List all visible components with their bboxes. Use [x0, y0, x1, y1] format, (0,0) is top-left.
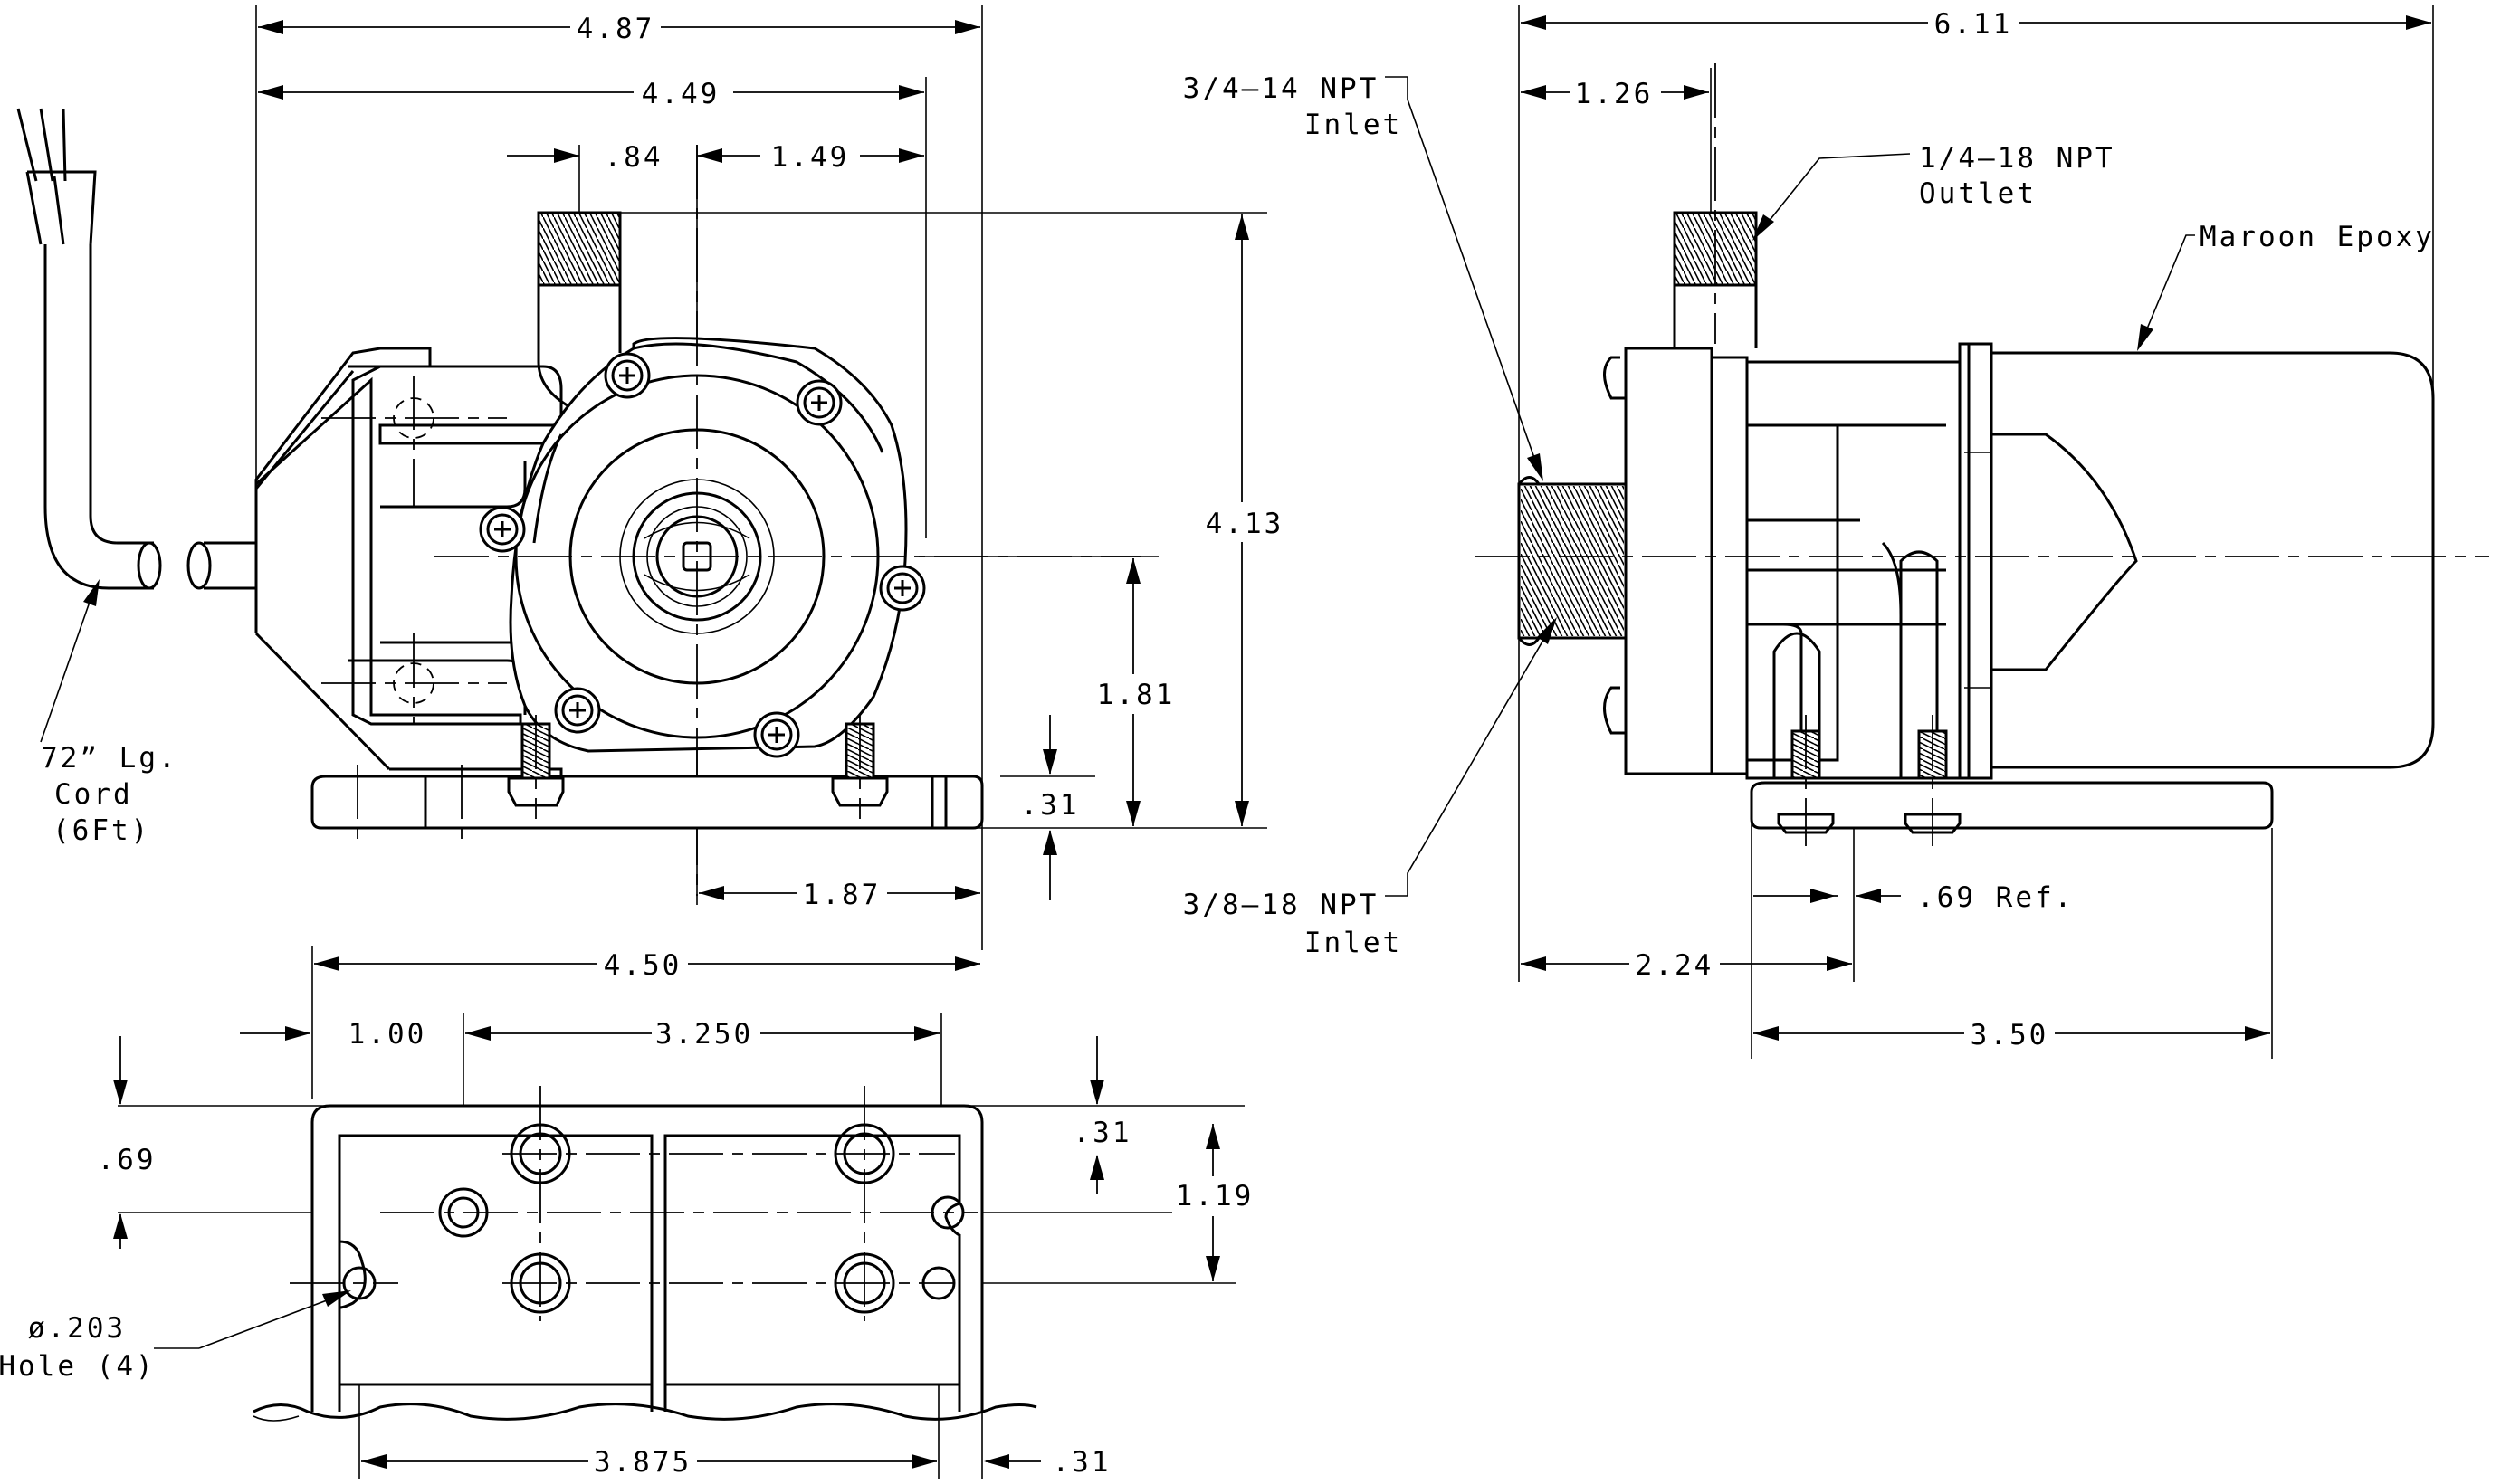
front-view: 4.87 4.49 .84 1.49 4.13 1.81 .31 1.87 — [16, 5, 1285, 950]
dim-edge: .31 — [1053, 1446, 1112, 1479]
hole-label-line2: Hole (4) — [0, 1350, 156, 1383]
dim-base-thickness: .31 — [1021, 789, 1080, 822]
dim-overall-length: 6.11 — [1934, 8, 2013, 41]
inlet-bottom-label-line2: Inlet — [1304, 927, 1402, 959]
dim-height: 4.13 — [1206, 508, 1284, 540]
inlet-top-label-line2: Inlet — [1304, 109, 1402, 141]
dim-axis-offset: 1.49 — [771, 141, 850, 174]
cord-label-line3: (6Ft) — [53, 814, 150, 847]
dim-hole-offset: 1.00 — [348, 1018, 427, 1051]
inlet-top-label-line1: 3/4–14 NPT — [1183, 72, 1379, 105]
dim-foot-length: 3.50 — [1971, 1019, 2049, 1051]
inlet-bottom-label-line1: 3/8–18 NPT — [1183, 889, 1379, 921]
dim-slot-spacing: 3.875 — [594, 1446, 692, 1479]
dim-base-width: 4.50 — [604, 949, 683, 982]
pump-body — [254, 145, 1141, 896]
dim-overall-width: 4.87 — [577, 13, 655, 45]
dim-hole-spacing: 3.250 — [655, 1018, 753, 1051]
cord-label-line1: 72” Lg. — [41, 742, 178, 775]
dim-ref: .69 Ref. — [1917, 881, 2074, 914]
dim-axis-height: 1.81 — [1097, 679, 1176, 711]
dim-inlet-to-foot: 2.24 — [1636, 949, 1714, 982]
dim-outlet-offset-side: 1.26 — [1575, 78, 1654, 110]
side-view: 6.11 1.26 3/4–14 NPT Inlet 1/4–18 NPT Ou… — [1183, 5, 2489, 1059]
cord-label-line2: Cord — [54, 778, 133, 811]
dim-top-offset: .31 — [1074, 1117, 1132, 1149]
hole-label-line1: ø.203 — [28, 1312, 126, 1345]
outlet-label-line2: Outlet — [1919, 177, 2037, 210]
epoxy-label: Maroon Epoxy — [2200, 221, 2435, 253]
power-cord — [16, 108, 256, 590]
outlet-label-line1: 1/4–18 NPT — [1919, 142, 2115, 175]
dim-row-offset: .69 — [98, 1144, 157, 1176]
dim-axis-to-edge: 1.87 — [803, 879, 882, 911]
dim-row-spacing: 1.19 — [1176, 1180, 1255, 1213]
base-view: 4.50 1.00 3.250 .69 .31 1.19 ø.203 Hole … — [0, 946, 1258, 1479]
dim-outlet-offset: .84 — [605, 141, 663, 174]
dim-body-width: 4.49 — [642, 78, 721, 110]
